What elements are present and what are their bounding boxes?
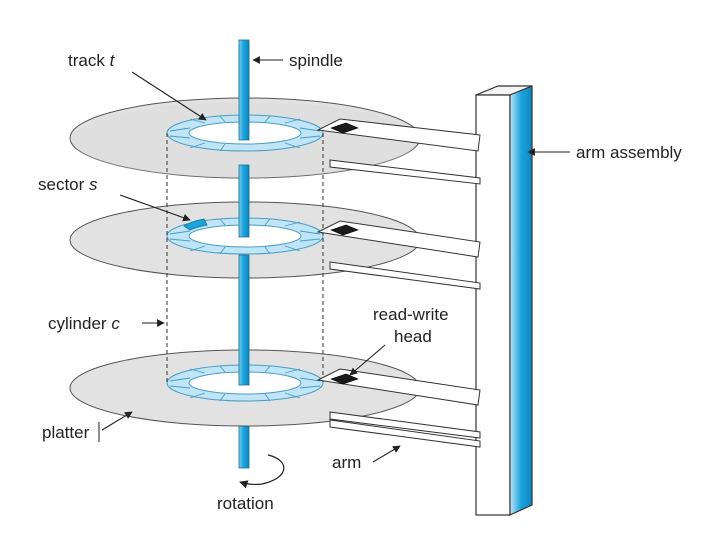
arm-label: arm — [332, 453, 361, 472]
read-write-label-line1: read-write — [373, 305, 449, 324]
arm-assembly-post — [475, 85, 533, 516]
platter-leader — [101, 411, 133, 431]
read-write-label-line2: head — [394, 327, 432, 346]
sector-leader — [119, 194, 191, 222]
rotation-label: rotation — [217, 494, 274, 513]
read-write-head-leader — [349, 344, 386, 376]
platter-label: platter — [42, 423, 90, 442]
arm-leader — [372, 445, 401, 463]
read-write-heads — [330, 122, 359, 385]
sector-label: sector s — [38, 175, 98, 194]
spindle-label: spindle — [289, 51, 343, 70]
head-bottom — [330, 373, 359, 385]
arm-bottom — [316, 368, 481, 448]
sector-ticks — [169, 115, 321, 402]
platter-bottom — [69, 254, 421, 427]
head-top — [330, 122, 359, 134]
arm-assembly-label: arm assembly — [576, 143, 682, 162]
sector-highlight — [183, 218, 208, 231]
track-leader — [131, 71, 207, 121]
track-label: track t — [68, 51, 116, 70]
leader-lines — [101, 56, 570, 463]
cylinder-label: cylinder c — [48, 314, 120, 333]
head-middle — [330, 224, 359, 236]
arm-top — [316, 118, 481, 185]
rotation-arrow — [239, 454, 285, 489]
platter-top — [69, 39, 421, 179]
